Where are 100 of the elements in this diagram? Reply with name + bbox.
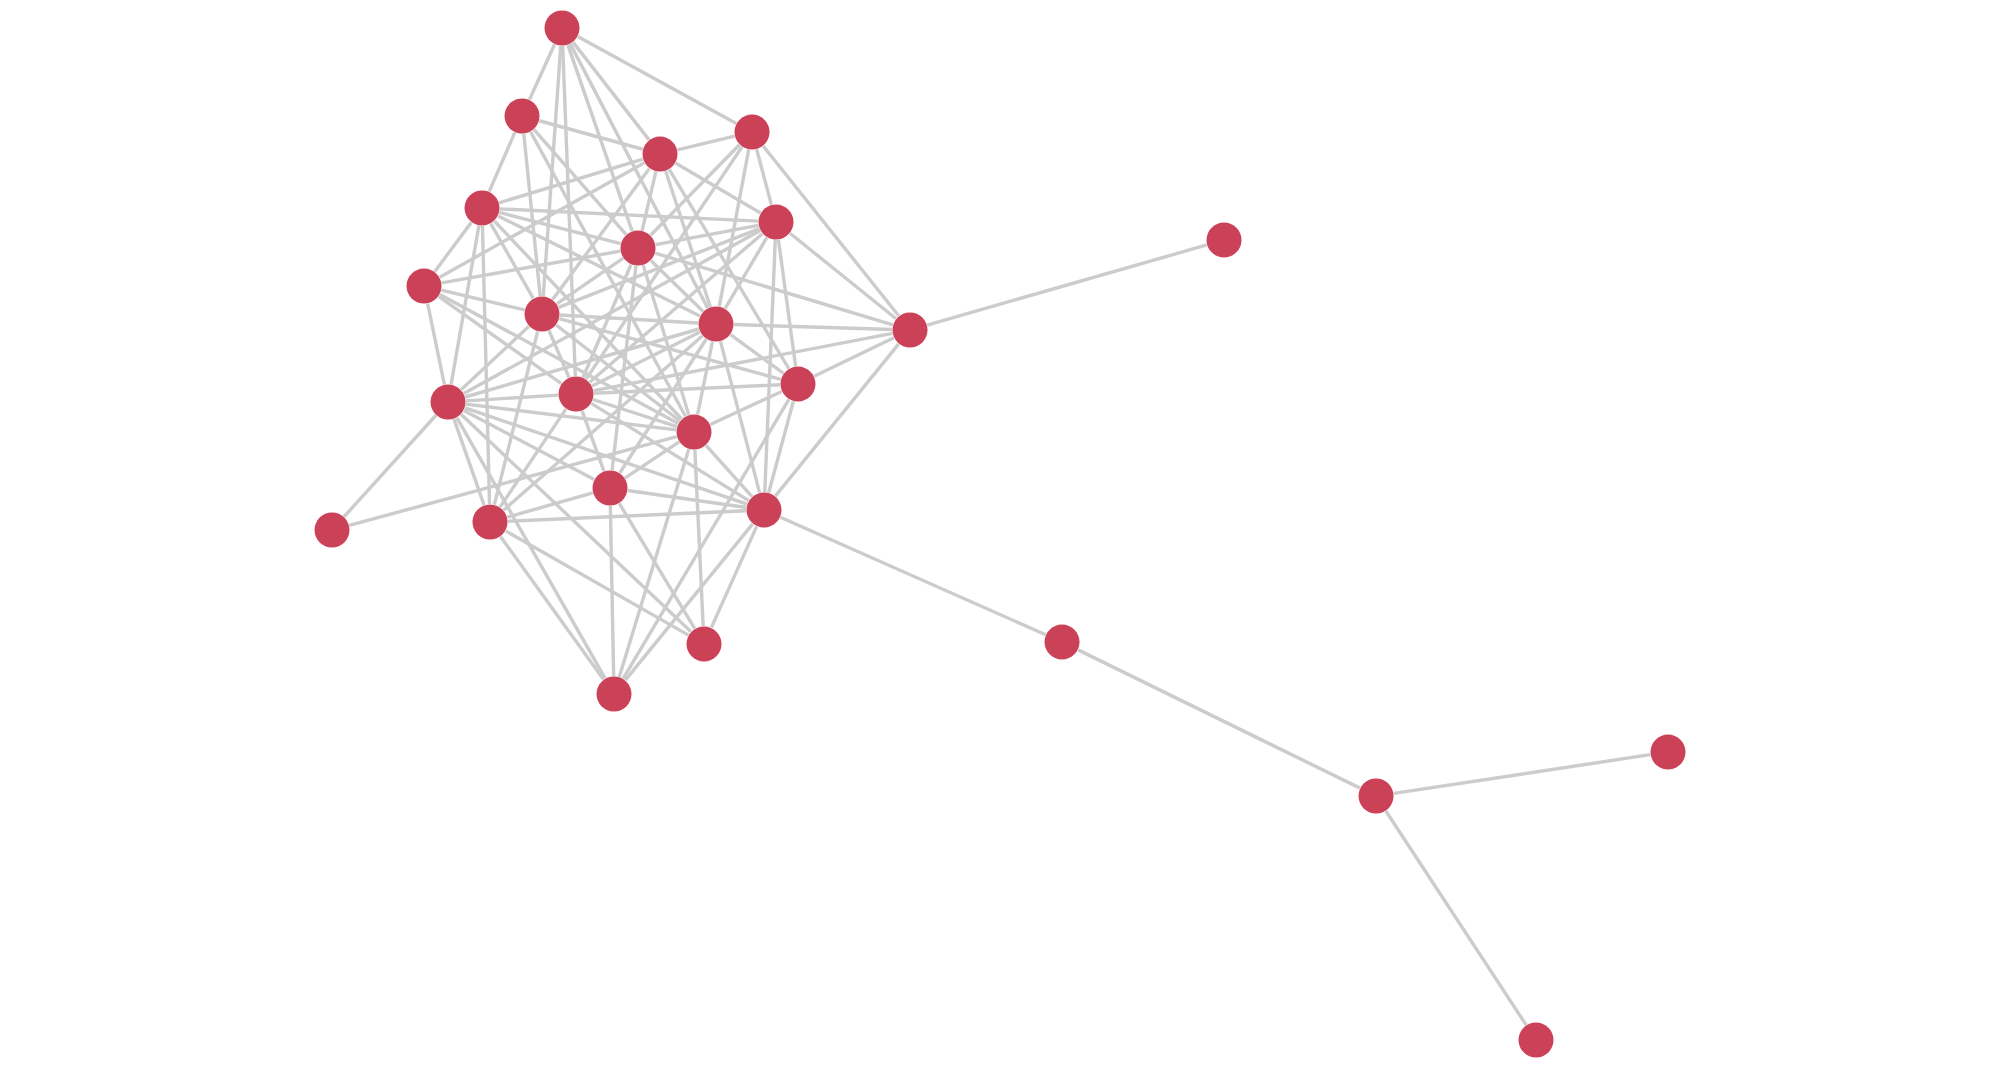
network-node: [504, 98, 540, 134]
connector-line: [588, 232, 764, 384]
connector-line: [561, 45, 577, 377]
connector-line: [621, 398, 791, 680]
connector-line: [441, 288, 525, 312]
connector-line: [641, 264, 691, 416]
connector-line: [425, 303, 447, 385]
connector-line: [1384, 810, 1528, 1026]
connector-line: [733, 322, 893, 332]
connector-line: [462, 229, 762, 395]
connector-line: [1393, 753, 1651, 796]
network-node: [892, 312, 928, 348]
connector-line: [649, 143, 741, 237]
connector-line: [593, 331, 893, 393]
network-node: [464, 190, 500, 226]
network-node: [746, 492, 782, 528]
connector-line: [813, 336, 895, 378]
network-node: [780, 366, 816, 402]
connector-line: [610, 265, 638, 471]
connector-line: [507, 509, 747, 523]
connector-line: [348, 435, 678, 527]
connector-line: [717, 149, 751, 307]
connector-line: [1077, 648, 1361, 790]
connector-line: [480, 225, 492, 505]
connector-line: [618, 338, 708, 474]
connector-line: [497, 214, 701, 318]
connector-line: [551, 167, 651, 301]
connector-line: [623, 440, 681, 480]
connector-line: [677, 134, 735, 152]
connector-line: [617, 502, 697, 630]
connector-line: [538, 119, 644, 151]
connector-line: [693, 449, 705, 627]
connector-line: [541, 45, 563, 297]
connector-line: [709, 389, 783, 427]
network-node: [1518, 1022, 1554, 1058]
connector-line: [593, 383, 781, 395]
connector-line: [581, 263, 633, 379]
network-node: [686, 626, 722, 662]
connector-line: [459, 413, 693, 633]
connector-line: [493, 219, 683, 421]
connector-line: [608, 505, 616, 677]
connector-line: [776, 239, 798, 367]
network-node: [698, 306, 734, 342]
network-node: [558, 376, 594, 412]
connector-line: [558, 226, 760, 310]
connector-line: [624, 522, 755, 682]
connector-line: [576, 35, 738, 125]
connector-line: [555, 323, 681, 423]
connector-line: [590, 401, 750, 503]
network-node: [544, 10, 580, 46]
connector-line: [529, 130, 687, 418]
connector-line: [559, 313, 699, 325]
connector-line: [459, 325, 531, 391]
connector-line: [709, 525, 759, 629]
connector-line: [664, 170, 713, 308]
connector-line: [502, 334, 704, 512]
network-node: [314, 512, 350, 548]
network-node: [620, 230, 656, 266]
connector-line: [571, 41, 651, 141]
network-node: [676, 414, 712, 450]
network-node: [734, 114, 770, 150]
connector-line: [492, 330, 540, 506]
connector-line: [729, 333, 785, 375]
connector-line: [433, 221, 473, 273]
connector-line: [755, 148, 774, 206]
connector-line: [438, 293, 680, 425]
connector-line: [547, 329, 571, 379]
network-node: [1650, 734, 1686, 770]
network-node: [1358, 778, 1394, 814]
connector-line: [438, 161, 646, 279]
connector-line: [580, 410, 606, 472]
connector-line: [455, 416, 607, 680]
connector-line: [449, 225, 481, 385]
connector-line: [779, 515, 1047, 637]
network-node: [758, 204, 794, 240]
connector-line: [584, 145, 744, 381]
connector-line: [674, 161, 762, 215]
connector-line: [767, 400, 795, 494]
connector-line: [527, 43, 557, 101]
connector-line: [499, 535, 605, 681]
connector-line: [463, 408, 595, 482]
connector-line: [465, 393, 559, 403]
connector-line: [506, 491, 594, 519]
network-node: [472, 504, 508, 540]
network-node: [596, 676, 632, 712]
connector-line: [773, 342, 901, 498]
connector-line: [568, 43, 710, 309]
network-node: [1206, 222, 1242, 258]
connector-line: [592, 397, 678, 429]
connector-line: [498, 210, 622, 246]
connector-line: [437, 295, 563, 386]
connector-line: [723, 236, 769, 310]
connector-line: [763, 239, 777, 493]
connector-line: [627, 488, 747, 510]
connector-line: [640, 171, 658, 231]
connector-line: [566, 44, 634, 232]
network-node: [642, 136, 678, 172]
connector-line: [498, 407, 568, 509]
connector-line: [342, 414, 438, 518]
connector-line: [487, 131, 517, 193]
